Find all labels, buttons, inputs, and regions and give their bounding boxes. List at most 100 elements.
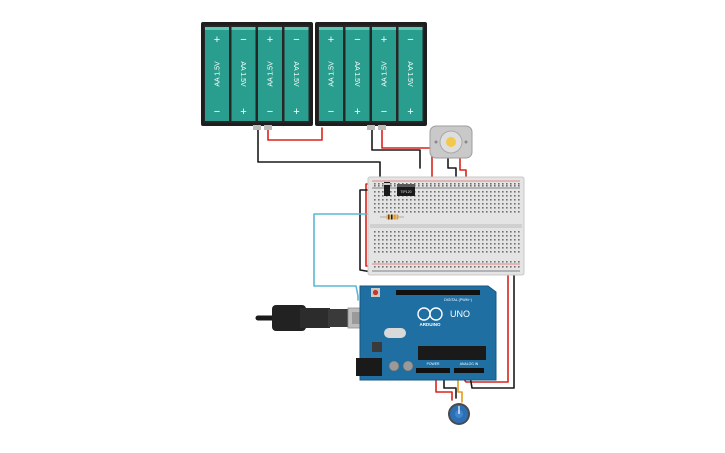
breadboard-hole (514, 203, 516, 205)
breadboard-hole (494, 207, 496, 209)
pack1-terminal-neg[interactable] (253, 125, 261, 130)
breadboard-hole (374, 247, 376, 249)
breadboard-hole (470, 199, 472, 201)
breadboard-hole (374, 195, 376, 197)
breadboard-hole (402, 235, 404, 237)
pack2-terminal-neg[interactable] (367, 125, 375, 130)
resistor[interactable] (380, 214, 404, 220)
transistor-tip120[interactable]: TIP120 (397, 184, 415, 196)
breadboard-hole (478, 199, 480, 201)
wires (257, 127, 515, 403)
breadboard-hole (486, 251, 488, 253)
breadboard-hole (402, 261, 404, 263)
breadboard-hole (422, 203, 424, 205)
breadboard-hole (446, 247, 448, 249)
breadboard-hole (422, 195, 424, 197)
breadboard-hole (510, 243, 512, 245)
breadboard-hole (446, 207, 448, 209)
breadboard-hole (414, 251, 416, 253)
breadboard-hole (434, 235, 436, 237)
breadboard-hole (426, 203, 428, 205)
breadboard-hole (406, 261, 408, 263)
digital-header[interactable] (396, 290, 480, 295)
breadboard-hole (478, 195, 480, 197)
diode[interactable] (384, 182, 390, 196)
potentiometer[interactable] (448, 403, 470, 425)
breadboard-hole (382, 235, 384, 237)
breadboard-hole (490, 235, 492, 237)
battery-pack-2[interactable]: +−AA 1.5V−+AA 1.5V+−AA 1.5V−+AA 1.5V (315, 22, 427, 130)
wire-black-pack2[interactable] (371, 127, 421, 169)
breadboard-hole (378, 203, 380, 205)
breadboard-hole (414, 199, 416, 201)
battery-cell-label: AA 1.5V (406, 61, 413, 87)
breadboard-hole (390, 247, 392, 249)
breadboard-hole (430, 207, 432, 209)
breadboard-hole (478, 203, 480, 205)
breadboard-hole (446, 199, 448, 201)
battery-pack-1[interactable]: +−AA 1.5V−+AA 1.5V+−AA 1.5V−+AA 1.5V (201, 22, 313, 130)
breadboard-hole (422, 261, 424, 263)
breadboard-hole (430, 203, 432, 205)
breadboard-hole (382, 191, 384, 193)
breadboard-hole (498, 211, 500, 213)
pack2-terminal-pos[interactable] (378, 125, 386, 130)
power-jack[interactable] (356, 358, 382, 376)
dc-motor[interactable] (429, 125, 473, 159)
wire-red-pot[interactable] (435, 371, 453, 401)
power-header[interactable] (416, 368, 450, 373)
breadboard-hole (374, 203, 376, 205)
wire-red-motor[interactable] (459, 155, 467, 179)
analog-header[interactable] (454, 368, 484, 373)
breadboard-hole (474, 261, 476, 263)
battery-terminal-symbol: − (354, 34, 360, 46)
pack1-terminal-pos[interactable] (264, 125, 272, 130)
breadboard-hole (430, 195, 432, 197)
usb-cable[interactable] (255, 305, 377, 331)
breadboard-hole (498, 199, 500, 201)
breadboard-hole (486, 191, 488, 193)
breadboard[interactable] (367, 176, 525, 276)
breadboard-hole (410, 235, 412, 237)
breadboard-hole (406, 207, 408, 209)
breadboard-hole (410, 266, 412, 268)
wire-red-pack1-to-pack2[interactable] (267, 127, 323, 141)
breadboard-hole (458, 185, 460, 187)
breadboard-hole (502, 211, 504, 213)
breadboard-hole (442, 191, 444, 193)
breadboard-hole (438, 231, 440, 233)
breadboard-hole (494, 183, 496, 185)
breadboard-hole (482, 203, 484, 205)
breadboard-hole (450, 185, 452, 187)
battery-terminal-symbol: − (267, 106, 273, 118)
breadboard-hole (382, 243, 384, 245)
breadboard-hole (434, 207, 436, 209)
breadboard-hole (510, 195, 512, 197)
breadboard-hole (394, 247, 396, 249)
breadboard-hole (482, 199, 484, 201)
breadboard-hole (470, 207, 472, 209)
breadboard-hole (398, 199, 400, 201)
arduino-brand: ARDUINO (420, 322, 441, 327)
breadboard-hole (490, 185, 492, 187)
breadboard-hole (374, 261, 376, 263)
breadboard-hole (506, 266, 508, 268)
breadboard-hole (446, 203, 448, 205)
wire-cyan-signal[interactable] (313, 213, 389, 301)
breadboard-hole (442, 266, 444, 268)
wire-black-pack1-to-transistor[interactable] (257, 127, 383, 187)
breadboard-hole (434, 199, 436, 201)
wire-black-rail-left[interactable] (359, 189, 373, 273)
breadboard-hole (418, 195, 420, 197)
breadboard-hole (402, 231, 404, 233)
breadboard-hole (486, 239, 488, 241)
breadboard-hole (454, 207, 456, 209)
wire-orange-pot[interactable] (457, 371, 463, 403)
breadboard-hole (390, 251, 392, 253)
arduino-uno[interactable]: DIGITAL (PWM~) ARDUINO UNO POWER ANALOG … (356, 285, 497, 381)
wire-black-rail-right[interactable] (469, 271, 515, 389)
breadboard-hole (418, 211, 420, 213)
breadboard-hole (450, 207, 452, 209)
breadboard-hole (390, 266, 392, 268)
breadboard-hole (514, 185, 516, 187)
